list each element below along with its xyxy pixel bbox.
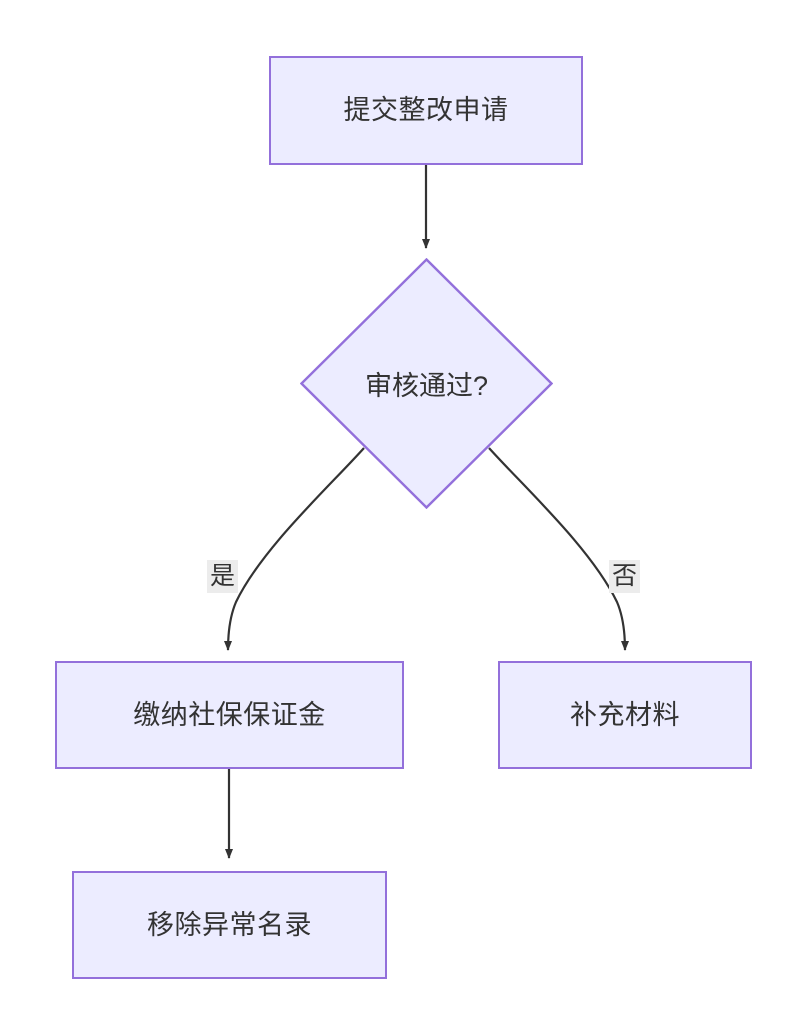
node-label: 提交整改申请 <box>343 95 509 126</box>
node-label: 缴纳社保保证金 <box>133 699 326 730</box>
edge-label-yes: 是 <box>207 560 239 593</box>
node-submit-rectification-application[interactable]: 提交整改申请 <box>269 56 583 165</box>
edge-label-no: 否 <box>609 560 641 593</box>
node-review-passed-decision[interactable]: 审核通过? <box>300 258 553 509</box>
diamond-shape <box>300 258 553 509</box>
node-label: 审核通过? <box>364 371 489 401</box>
node-pay-social-security-deposit[interactable]: 缴纳社保保证金 <box>55 661 404 769</box>
node-label: 移除异常名录 <box>147 909 312 940</box>
node-remove-from-abnormal-list[interactable]: 移除异常名录 <box>72 871 387 979</box>
node-label: 补充材料 <box>570 699 680 730</box>
node-supplement-materials[interactable]: 补充材料 <box>498 661 752 769</box>
